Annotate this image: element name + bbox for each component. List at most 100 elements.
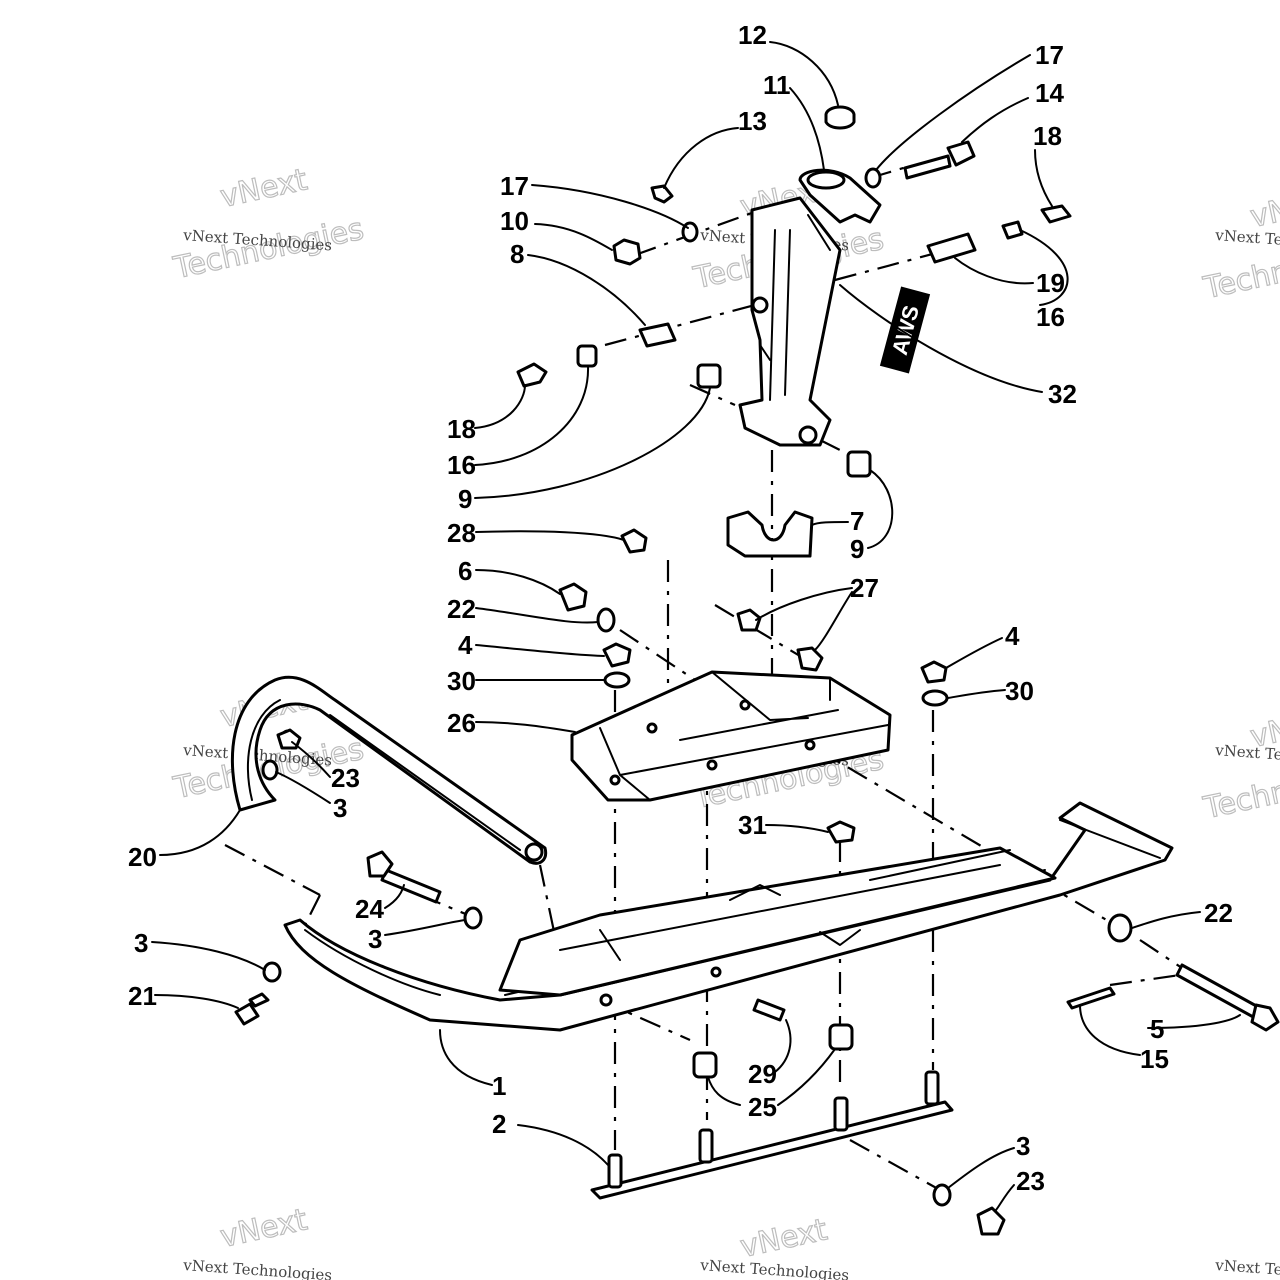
- callout-31: 31: [738, 810, 767, 840]
- spindle: [738, 168, 882, 447]
- watermark-line1: vNext: [217, 1202, 310, 1255]
- lock-nut: [796, 646, 824, 672]
- lock-nut: [736, 608, 762, 632]
- bushing: [1001, 220, 1024, 240]
- flat-washer: [921, 689, 949, 707]
- bolt-14-shank: [903, 154, 952, 180]
- axis-loop-bolt-b: [299, 894, 321, 936]
- flat-washer: [261, 759, 279, 781]
- leader-20: [159, 809, 241, 856]
- leader-3c: [151, 941, 266, 971]
- leader-21: [154, 994, 239, 1009]
- callout-8: 8: [510, 239, 524, 269]
- callout-9: 9: [458, 484, 472, 514]
- leader-4b: [945, 637, 1003, 669]
- bolt-21-head: [234, 1002, 260, 1026]
- spacer: [692, 1051, 718, 1079]
- leader-3a: [275, 771, 331, 804]
- bolt-14-head: [946, 140, 976, 167]
- leader-9a: [474, 387, 711, 499]
- wear-bar-body: [590, 1100, 954, 1200]
- callout-5: 5: [1150, 1014, 1164, 1044]
- callout-21: 21: [128, 981, 157, 1011]
- bushing: [846, 450, 872, 478]
- watermark-tile: vNext: [217, 1202, 311, 1256]
- ski-mount-hole: [710, 966, 722, 978]
- cap-nut: [976, 1206, 1006, 1236]
- hex-nut: [602, 642, 632, 668]
- leader-22a: [475, 607, 599, 624]
- callout-13: 13: [738, 106, 767, 136]
- callout-30: 30: [447, 666, 476, 696]
- leader-14: [961, 97, 1029, 143]
- hex-nut: [920, 660, 948, 684]
- loop-handle-end-hole: [524, 842, 544, 862]
- callout-9: 9: [850, 534, 864, 564]
- spindle-body: [738, 196, 842, 447]
- ski-saddle: [570, 670, 892, 802]
- leader-16b: [474, 365, 590, 466]
- hex-nut: [612, 238, 642, 266]
- saddle-hole: [646, 722, 658, 734]
- watermark-tile: vNext Technologies: [169, 162, 367, 287]
- callout-20: 20: [128, 842, 157, 872]
- callout-23: 23: [1016, 1166, 1045, 1196]
- leader-6: [475, 569, 561, 595]
- callout-3: 3: [1016, 1131, 1030, 1161]
- callout-1: 1: [492, 1071, 506, 1101]
- leader-3b: [384, 919, 466, 936]
- lock-washer: [864, 167, 882, 189]
- hardware: [234, 105, 1280, 1236]
- sleeve: [926, 232, 977, 264]
- ski-loop-handle: [230, 675, 548, 865]
- leader-8: [527, 254, 646, 326]
- callout-10: 10: [500, 206, 529, 236]
- callout-28: 28: [447, 518, 476, 548]
- wear-bar-stud: [924, 1070, 940, 1106]
- leader-26: [475, 721, 576, 733]
- bushing: [696, 363, 722, 389]
- bolt-5-head: [1250, 1003, 1280, 1032]
- callout-17: 17: [1035, 40, 1064, 70]
- callout-17: 17: [500, 171, 529, 201]
- callout-18: 18: [1033, 121, 1062, 151]
- leader-2: [517, 1124, 609, 1166]
- cotter-pin: [1066, 986, 1116, 1010]
- leader-27a: [755, 587, 853, 621]
- wear-bar: [590, 1070, 954, 1200]
- spindle-side-hole: [751, 296, 769, 314]
- leader-4a: [475, 644, 605, 657]
- callout-7: 7: [850, 506, 864, 536]
- leader-18a: [1034, 149, 1053, 207]
- axis-wear-bar-nut: [849, 1139, 941, 1191]
- leader-7: [811, 521, 849, 526]
- leader-17b: [531, 184, 689, 229]
- leader-10: [534, 223, 613, 251]
- leader-32: [839, 284, 1043, 393]
- leader-13: [663, 127, 739, 189]
- flat-washer: [596, 607, 616, 633]
- leader-23b: [995, 1184, 1015, 1211]
- axis-cotter: [1109, 973, 1181, 987]
- axis-bushing-left: [604, 303, 756, 347]
- shoulder-screw: [516, 362, 548, 388]
- axis-loop-bolt: [224, 844, 321, 896]
- callout-23: 23: [331, 763, 360, 793]
- ski: [283, 801, 1174, 1032]
- callout-25: 25: [748, 1092, 777, 1122]
- leader-lines: [151, 41, 1241, 1211]
- wear-bar-stud: [607, 1153, 623, 1189]
- callout-18: 18: [447, 414, 476, 444]
- watermark-line3: Technologies: [1200, 752, 1280, 827]
- watermark-line2: vNext Technologies: [699, 1256, 850, 1280]
- bumper-block-body: [726, 510, 814, 558]
- grease-fitting: [650, 184, 674, 204]
- leader-27b: [814, 591, 853, 651]
- callout-4: 4: [1005, 621, 1020, 651]
- leader-19: [954, 257, 1034, 285]
- hex-nut: [826, 820, 856, 844]
- callout-29: 29: [748, 1059, 777, 1089]
- axis-bushing-9b: [819, 439, 851, 456]
- loop-handle-inner: [246, 699, 521, 851]
- leader-5: [1147, 1014, 1241, 1029]
